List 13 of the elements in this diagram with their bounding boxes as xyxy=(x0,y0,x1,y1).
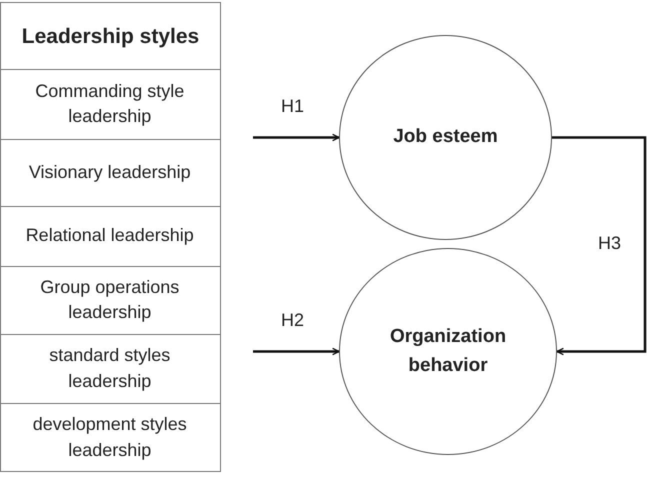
construct-label: Organization behavior xyxy=(388,325,508,378)
construct-label: Job esteem xyxy=(393,125,498,150)
arrow xyxy=(552,136,646,356)
table-frame xyxy=(0,2,221,472)
style-row: Relational leadership xyxy=(0,206,220,266)
arrow xyxy=(253,348,340,356)
arrow xyxy=(253,134,340,142)
style-row: Visionary leadership xyxy=(0,138,220,206)
style-row: development styles leadership xyxy=(0,402,220,472)
style-row: Group operations leadership xyxy=(0,266,220,334)
style-row: Commanding style leadership xyxy=(0,68,220,138)
style-row: standard styles leadership xyxy=(0,334,220,402)
table-header: Leadership styles xyxy=(22,24,200,48)
